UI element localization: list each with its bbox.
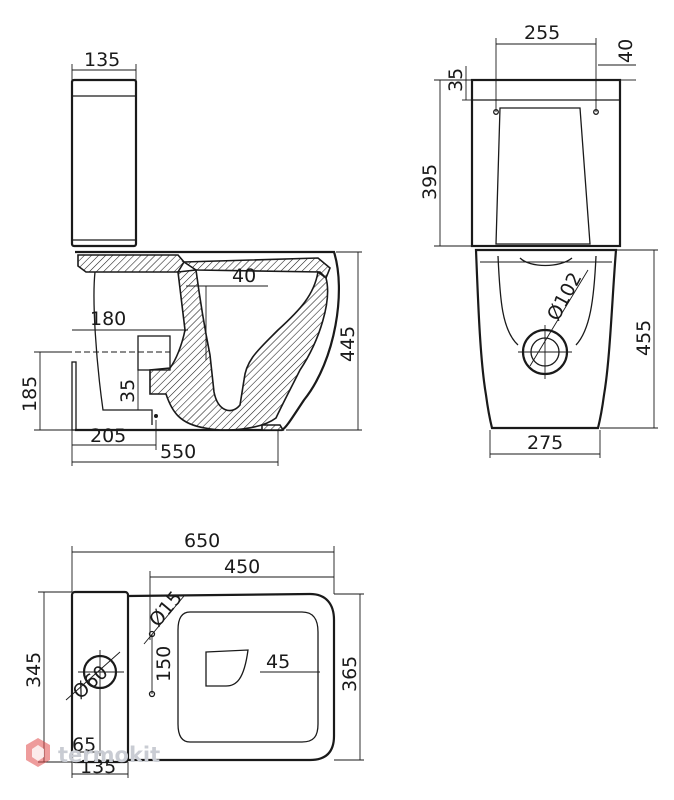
dim-side-wall-to-outlet: 205: [90, 425, 126, 447]
dim-top-seat-width: 365: [339, 656, 361, 692]
dim-front-hole-spacing: 255: [524, 22, 560, 44]
dim-top-offset: 45: [266, 651, 290, 673]
dim-top-inlet-diameter: Ø60: [69, 661, 113, 704]
side-tank: [70, 78, 138, 248]
dim-front-top-offset: 40: [615, 39, 637, 63]
dim-top-overall-length: 650: [184, 530, 220, 552]
top-view: 650 450 Ø15 150 45 345 365 Ø60 65: [23, 530, 364, 778]
front-tank: [470, 78, 622, 248]
dim-front-bowl-height: 455: [633, 320, 655, 356]
top-tank: [70, 590, 130, 764]
watermark: termokit: [26, 738, 160, 767]
front-bowl: [474, 248, 618, 430]
dim-front-outlet-diameter: Ø102: [543, 269, 586, 325]
dim-side-bowl-height: 445: [337, 326, 359, 362]
top-seat-inner: [177, 611, 319, 743]
dim-top-tank-width: 345: [23, 652, 45, 688]
dim-front-tank-height: 395: [419, 164, 441, 200]
watermark-text: termokit: [58, 743, 160, 767]
side-view: 135 40 180 185 35 205 550 445: [19, 49, 362, 466]
dim-top-fix-spacing: 150: [153, 646, 175, 682]
dim-top-tank-depth: 135: [80, 756, 116, 778]
side-trapway: [149, 269, 329, 431]
dim-top-fix-hole: Ø15: [145, 587, 187, 631]
dim-side-tank-depth: 135: [84, 49, 120, 71]
dim-side-bottom-clear: 35: [117, 379, 139, 403]
dim-side-outlet-distance: 180: [90, 308, 126, 330]
side-bowl-outline: [75, 250, 340, 432]
top-seat: [127, 592, 336, 762]
dim-top-bowl-length: 450: [224, 556, 260, 578]
dim-side-trap-width: 40: [232, 265, 256, 287]
dim-side-outlet-height: 185: [19, 376, 41, 412]
front-view: 255 40 35 395 Ø102 455 275: [419, 22, 658, 458]
dim-side-overall-length: 550: [160, 441, 196, 463]
dim-front-base-width: 275: [527, 432, 563, 454]
dim-top-inlet-offset: 65: [72, 734, 96, 756]
